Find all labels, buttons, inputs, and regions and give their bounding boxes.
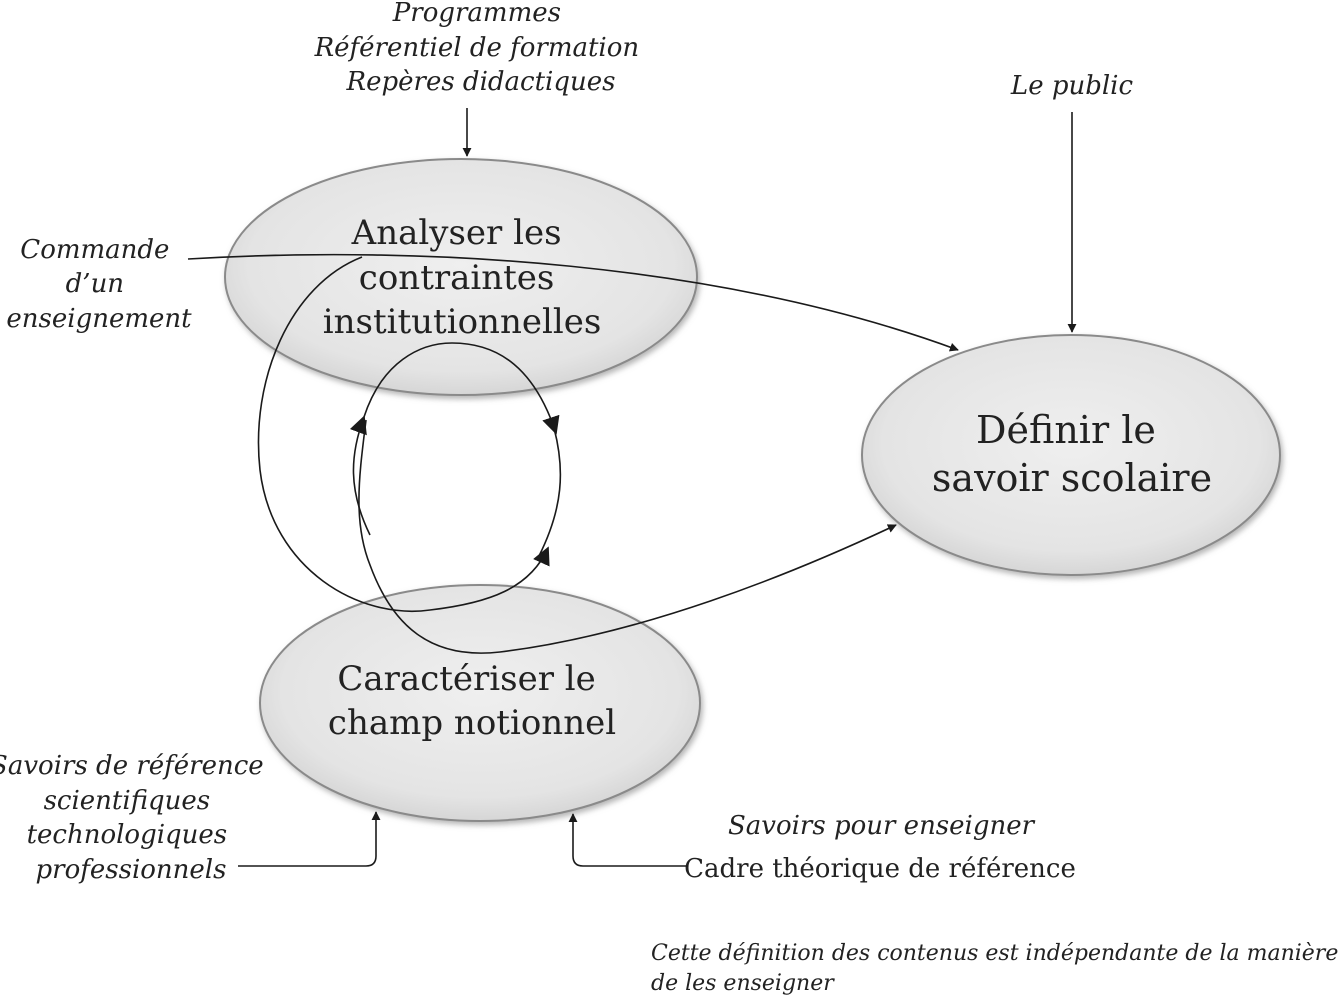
- node-caracteriser-line-1: Caractériser le: [337, 659, 595, 699]
- arrow-cadre-to-caracteriser: [568, 813, 688, 867]
- arrow-commande-to-definir: [187, 253, 959, 352]
- input-cadre-label: Cadre théorique de référence: [684, 854, 1076, 884]
- input-public-line-1: Le public: [1010, 71, 1134, 101]
- node-definir-line-1: Définir le: [976, 408, 1156, 452]
- input-savoirs-reference-line-1: Savoirs de référence: [0, 751, 264, 781]
- cycle-inner-top: [363, 342, 560, 435]
- arrow-savoirs-reference-to-caracteriser: [238, 811, 381, 867]
- arrow-caracteriser-to-definir: [358, 419, 897, 654]
- input-commande-line-1: Commande: [20, 235, 169, 265]
- footnote-line-2: de les enseigner: [651, 971, 835, 996]
- loop-analyser-to-caracteriser: [257, 256, 550, 612]
- footnote-line-1: Cette définition des contenus est indépe…: [651, 941, 1338, 966]
- input-cadre-line-1: Cadre théorique de référence: [684, 854, 1076, 884]
- input-public-label: Le public: [1010, 71, 1134, 101]
- node-analyser-label: Analyser les contraintes institutionnell…: [323, 213, 602, 342]
- input-programmes-line-2: Référentiel de formation: [314, 33, 640, 63]
- node-definir-ellipse: [861, 334, 1281, 576]
- input-savoirs-reference-line-3: technologiques: [27, 820, 228, 850]
- input-savoirs-enseigner-label: Savoirs pour enseigner: [728, 811, 1036, 841]
- cycle-inner-upward: [349, 415, 371, 536]
- input-commande-line-3: enseignement: [6, 304, 192, 334]
- node-analyser-ellipse: [224, 158, 698, 396]
- node-caracteriser-label: Caractériser le champ notionnel: [328, 659, 616, 743]
- input-savoirs-reference-label: Savoirs de référence scientifiques techn…: [0, 751, 272, 885]
- node-caracteriser-line-2: champ notionnel: [328, 703, 616, 743]
- node-analyser-line-3: institutionnelles: [323, 302, 602, 342]
- node-definir-line-2: savoir scolaire: [932, 456, 1212, 500]
- input-commande-line-2: d’un: [66, 269, 124, 299]
- input-savoirs-reference-line-4: professionnels: [36, 855, 227, 885]
- node-analyser-line-2: contraintes: [359, 258, 555, 298]
- input-programmes-line-3: Repères didactiques: [346, 67, 616, 97]
- input-savoirs-enseigner-line-1: Savoirs pour enseigner: [728, 811, 1036, 841]
- node-definir-label: Définir le savoir scolaire: [932, 408, 1212, 500]
- input-savoirs-reference-line-2: scientifiques: [44, 786, 211, 816]
- node-caracteriser-ellipse: [259, 584, 701, 822]
- input-commande-label: Commande d’un enseignement: [6, 235, 192, 334]
- input-programmes-label: Programmes Référentiel de formation Repè…: [314, 0, 648, 97]
- footnote: Cette définition des contenus est indépe…: [651, 941, 1343, 996]
- cycle-inner-downward: [538, 427, 562, 557]
- input-programmes-line-1: Programmes: [392, 0, 561, 28]
- node-analyser-line-1: Analyser les: [351, 213, 562, 253]
